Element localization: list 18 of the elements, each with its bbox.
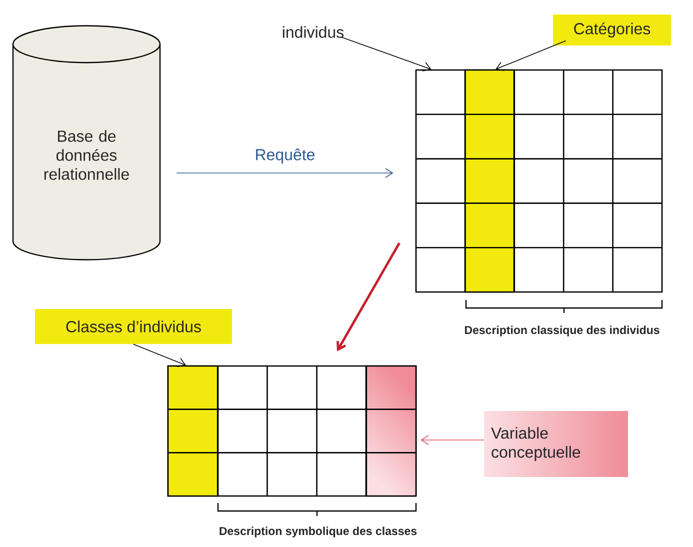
highlighted-column (365, 365, 417, 497)
annotation-text: individus (282, 26, 344, 38)
table-description: Description classique des individus (465, 326, 660, 336)
arrow (336, 242, 400, 352)
database-cylinder: Base de données relationnelle (12, 25, 161, 260)
arrow (496, 40, 566, 71)
arrow (176, 168, 394, 178)
edge-label: Requête (254, 148, 316, 164)
highlighted-label: Classes d’individus (35, 309, 232, 344)
highlighted-column (464, 69, 515, 293)
arrow (133, 344, 186, 368)
highlighted-label: Variable conceptuelle (491, 427, 580, 461)
data-table (415, 69, 663, 293)
arrow (340, 36, 432, 72)
arrow (420, 435, 484, 445)
highlighted-label: Catégories (553, 14, 671, 46)
table-description: Description symbolique des classes (220, 526, 417, 538)
highlighted-column (167, 365, 219, 497)
